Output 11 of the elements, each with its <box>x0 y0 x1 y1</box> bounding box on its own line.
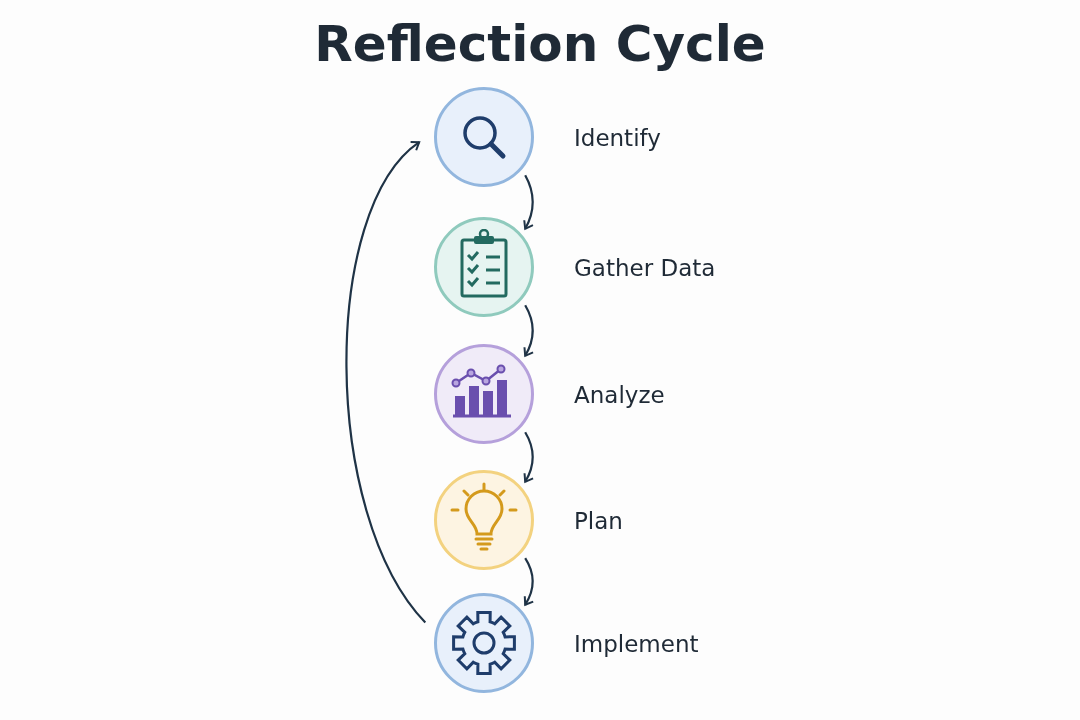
arrow <box>523 431 534 483</box>
step-label: Analyze <box>574 381 665 410</box>
arrow <box>522 174 534 230</box>
step-label: Plan <box>574 507 623 536</box>
step-label: Identify <box>574 124 661 153</box>
arrow <box>345 141 427 624</box>
arrow <box>523 304 534 357</box>
step-label: Gather Data <box>574 254 716 283</box>
diagram-title: Reflection Cycle <box>313 14 767 75</box>
step-label: Implement <box>574 630 699 659</box>
arrow <box>523 557 535 606</box>
